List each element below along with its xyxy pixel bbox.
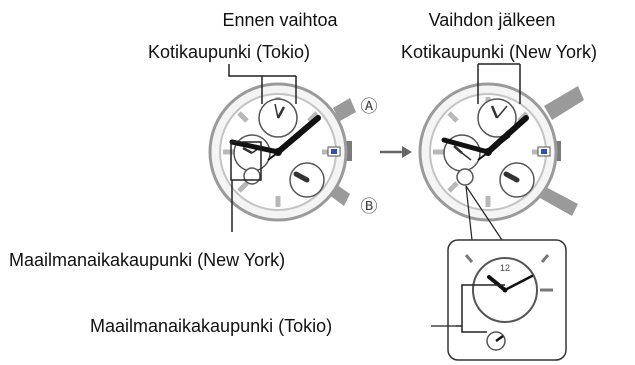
- button-b-marker: Ⓑ: [361, 197, 378, 216]
- world-city-ny-label: Maailmanaikakaupunki (New York): [9, 250, 285, 270]
- after-home-label: Kotikaupunki (New York): [401, 42, 597, 62]
- second-hand: [477, 135, 511, 161]
- enlarged-inset: 12: [431, 239, 567, 361]
- bottom-subdial: [456, 168, 474, 186]
- before-header-label: Ennen vaihtoa: [222, 10, 338, 30]
- home-callout-after: [477, 63, 521, 104]
- inset-minute-hand: [503, 274, 534, 292]
- minute-hand: [441, 137, 491, 155]
- transition-arrow: [380, 146, 412, 158]
- after-header-label: Vaihdon jälkeen: [429, 10, 556, 30]
- inset-twelve-label: 12: [500, 263, 510, 273]
- watch-after: [418, 82, 584, 222]
- minute-hand: [229, 139, 281, 155]
- button-a-marker: Ⓐ: [361, 97, 378, 116]
- second-hand: [267, 135, 301, 161]
- watch-before: [208, 82, 356, 222]
- world-city-tokyo-label: Maailmanaikakaupunki (Tokio): [90, 316, 332, 336]
- inset-connector: [465, 185, 503, 241]
- inset-hour-hand: [487, 275, 507, 292]
- bottom-subdial: [243, 167, 261, 185]
- home-callout-before: [228, 64, 297, 104]
- hour-hand: [485, 115, 529, 155]
- button-a-pusher: [544, 86, 584, 120]
- world-callout-before: [230, 141, 262, 232]
- button-b-pusher: [540, 186, 578, 216]
- button-a-pusher: [333, 98, 356, 121]
- before-home-label: Kotikaupunki (Tokio): [148, 42, 310, 62]
